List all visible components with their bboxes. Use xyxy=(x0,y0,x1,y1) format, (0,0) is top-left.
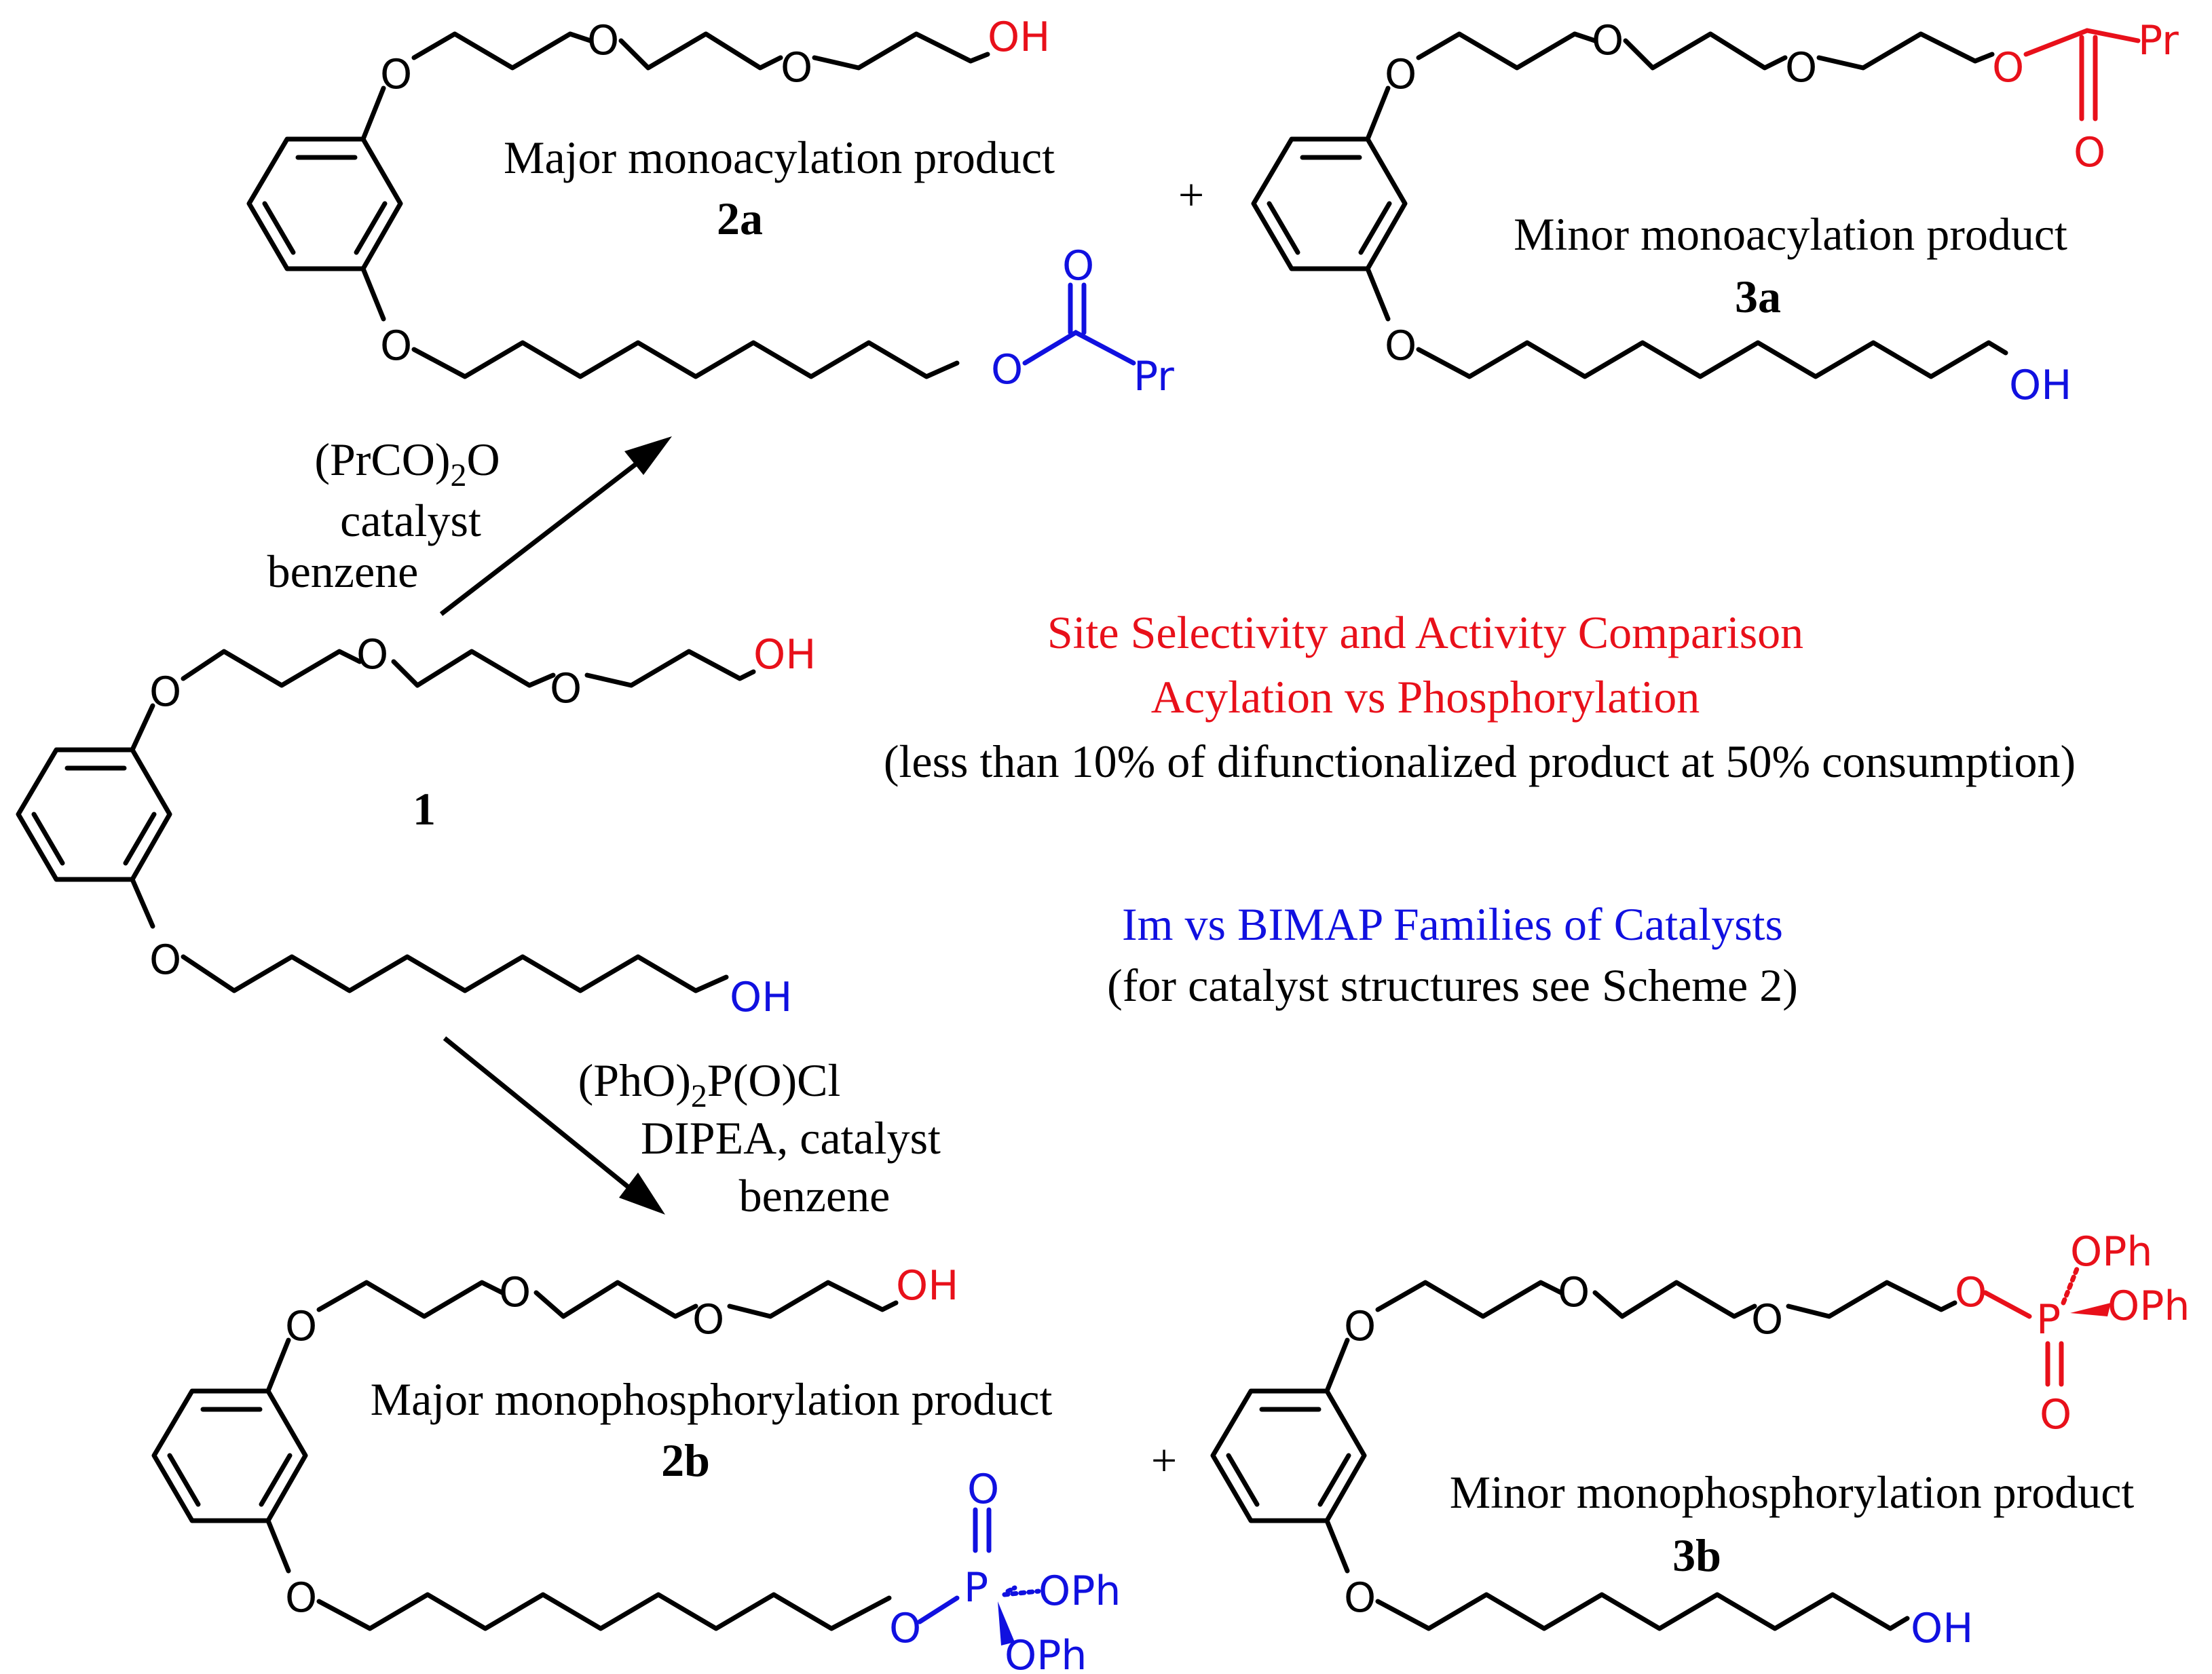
o-atom: O xyxy=(1592,17,1624,64)
notes-title-line2: Acylation vs Phosphorylation xyxy=(1151,671,1700,723)
notes-title-line1: Site Selectivity and Activity Comparison xyxy=(1047,607,1803,658)
o-atom: O xyxy=(380,322,412,370)
acylation-reagent: (PrCO)2O xyxy=(314,434,500,493)
phosphorus-atom: P xyxy=(2036,1296,2061,1344)
pr-label: Pr xyxy=(1133,353,1174,400)
ester-o-atom: O xyxy=(889,1605,921,1652)
phosphorus-atom: P xyxy=(964,1564,988,1612)
compound-label-2a: 2a xyxy=(717,193,763,244)
oh-blue-label: OH xyxy=(1911,1605,1973,1652)
o-atom: O xyxy=(550,665,582,712)
notes-catalyst-reference: (for catalyst structures see Scheme 2) xyxy=(1107,959,1798,1011)
oph-label: OPh xyxy=(2070,1228,2152,1276)
phosphoryl-o-atom: O xyxy=(2040,1391,2072,1439)
compound-label-1: 1 xyxy=(413,783,436,835)
plus-sign: + xyxy=(1151,1434,1177,1486)
oph-label: OPh xyxy=(2107,1282,2190,1330)
compound-1: O O O OH O OH 1 xyxy=(16,631,816,1021)
phosphorylation-reagent: (PhO)2P(O)Cl xyxy=(578,1054,841,1114)
pr-label: Pr xyxy=(2138,17,2179,64)
o-atom: O xyxy=(692,1296,724,1344)
compound-3b: O O O O P O OPh OPh O OH Minor monophosp… xyxy=(1210,1228,2190,1652)
compound-label-2b: 2b xyxy=(661,1434,710,1486)
phosphorylation-solvent: benzene xyxy=(739,1170,891,1221)
oh-red-label: OH xyxy=(988,14,1050,61)
product-caption-3a: Minor monoacylation product xyxy=(1514,208,2067,260)
compound-label-3a: 3a xyxy=(1735,271,1781,322)
compound-label-3b: 3b xyxy=(1672,1529,1721,1581)
carbonyl-o-atom: O xyxy=(1062,242,1094,290)
product-caption-2a: Major monoacylation product xyxy=(504,132,1055,183)
oh-red-label: OH xyxy=(753,631,816,679)
o-atom: O xyxy=(285,1303,317,1350)
oph-label: OPh xyxy=(1005,1632,1087,1674)
notes-difunctionalized-note: (less than 10% of difunctionalized produ… xyxy=(884,736,2076,787)
product-caption-2b: Major monophosphorylation product xyxy=(371,1373,1053,1425)
o-atom: O xyxy=(1751,1296,1783,1344)
oh-blue-label: OH xyxy=(2009,362,2072,409)
phosphorylation-arrow xyxy=(443,1036,665,1215)
plus-sign: + xyxy=(1178,169,1204,221)
acylation-solvent: benzene xyxy=(267,546,419,597)
oh-red-label: OH xyxy=(896,1262,958,1310)
ester-o-atom: O xyxy=(1955,1269,1987,1316)
o-atom: O xyxy=(380,51,412,98)
phosphorylation-catalyst: DIPEA, catalyst xyxy=(641,1112,941,1164)
o-atom: O xyxy=(356,631,388,679)
o-atom: O xyxy=(781,44,812,92)
acylation-arrow xyxy=(439,436,672,616)
carbonyl-o-atom: O xyxy=(2074,129,2105,176)
notes-catalyst-title: Im vs BIMAP Families of Catalysts xyxy=(1122,898,1783,950)
product-caption-3b: Minor monophosphorylation product xyxy=(1450,1466,2135,1518)
o-atom: O xyxy=(1385,322,1417,370)
oh-blue-label: OH xyxy=(730,974,792,1021)
o-atom: O xyxy=(1344,1303,1376,1350)
compound-2a: O O O OH O O O Pr Major monoacylation pr… xyxy=(246,14,1174,400)
ester-o-atom: O xyxy=(991,346,1023,394)
o-atom: O xyxy=(499,1269,531,1316)
o-atom: O xyxy=(149,936,181,984)
ester-o-atom: O xyxy=(1992,44,2024,92)
acylation-catalyst: catalyst xyxy=(340,495,481,546)
phosphoryl-o-atom: O xyxy=(967,1466,999,1513)
o-atom: O xyxy=(1385,51,1417,98)
o-atom: O xyxy=(285,1574,317,1622)
oph-label: OPh xyxy=(1038,1567,1121,1615)
o-atom: O xyxy=(587,17,619,64)
compound-2b: O O O OH O O P O OPh OPh Major monophosp… xyxy=(151,1262,1121,1674)
compound-3a: O O O O Pr O O OH Minor monoacylation pr… xyxy=(1251,17,2179,409)
o-atom: O xyxy=(1558,1269,1590,1316)
o-atom: O xyxy=(149,668,181,716)
o-atom: O xyxy=(1344,1574,1376,1622)
o-atom: O xyxy=(1785,44,1817,92)
